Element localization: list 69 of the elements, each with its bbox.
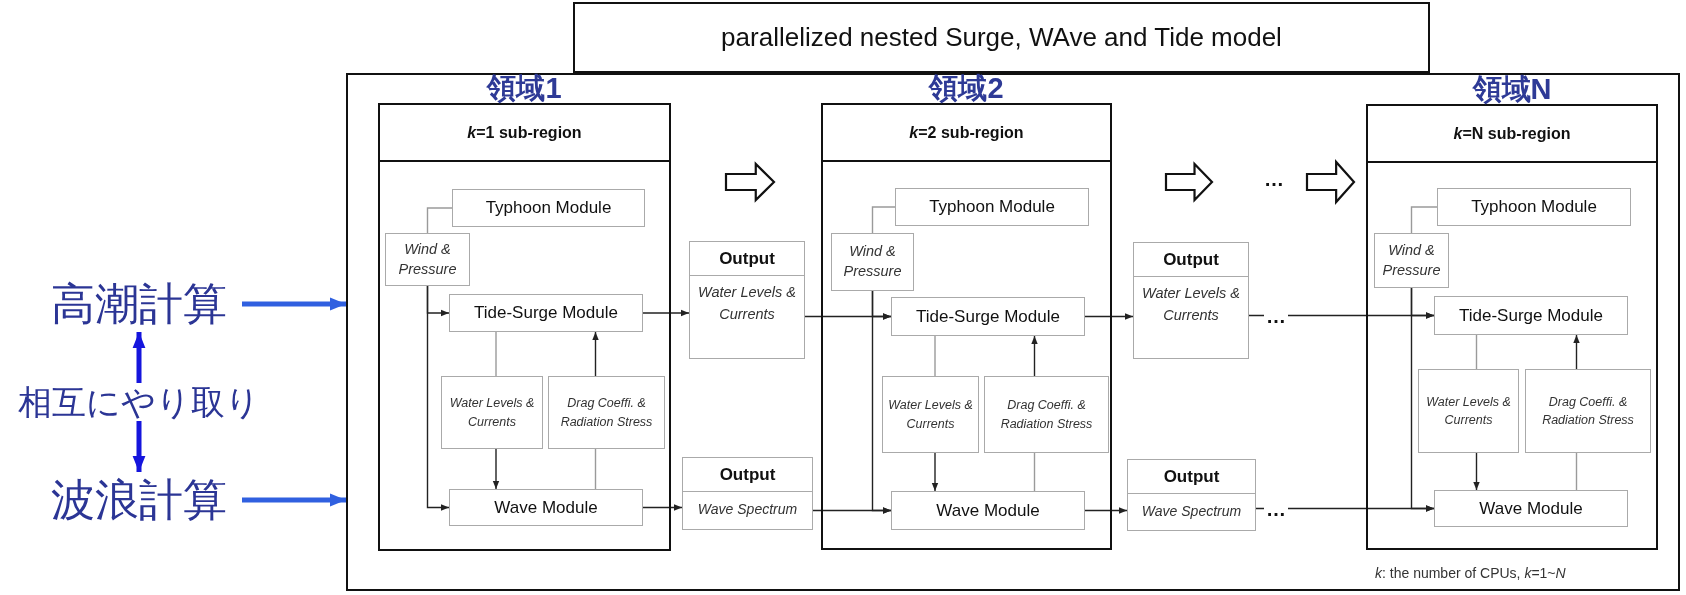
module-box: Tide-Surge Module (891, 297, 1085, 336)
connector-line (934, 335, 936, 377)
ellipsis: … (1264, 168, 1284, 191)
arrow (1473, 452, 1480, 491)
data-box: Drag Coeffi. & Radiation Stress (1525, 369, 1651, 453)
side-label: 高潮計算 (36, 276, 242, 332)
arrow (931, 452, 939, 492)
output-box (1127, 459, 1256, 531)
module-box: Tide-Surge Module (1434, 296, 1628, 335)
output-header: Output (1128, 460, 1255, 494)
side-label: 波浪計算 (36, 472, 242, 528)
data-box: Wind & Pressure (385, 233, 470, 286)
data-box: Drag Coeffi. & Radiation Stress (984, 376, 1109, 453)
model-frame (346, 73, 1680, 591)
module-box: Wave Module (1434, 490, 1628, 527)
arrow (592, 331, 599, 377)
connector-line (426, 207, 453, 234)
output-box (689, 241, 805, 359)
region-panel (1366, 104, 1658, 550)
module-box: Wave Module (449, 489, 643, 526)
output-text: Water Levels & Currents (696, 283, 798, 324)
panel-header: k=N sub-region (1368, 106, 1656, 163)
arrow (1573, 334, 1580, 370)
arrow (642, 504, 683, 511)
module-box: Typhoon Module (452, 189, 645, 227)
arrow (1031, 335, 1038, 377)
output-box (682, 457, 813, 530)
arrow (242, 297, 346, 311)
region-heading: 領域1 (487, 74, 562, 103)
title-box: parallelized nested Surge, WAve and Tide model (573, 2, 1430, 73)
module-box: Wave Module (891, 491, 1085, 530)
arrow (1410, 287, 1435, 512)
arrow (1084, 507, 1128, 514)
region-heading: 領域2 (929, 74, 1004, 103)
connector-line (1475, 334, 1478, 370)
connector-line (495, 331, 497, 377)
region-heading: 領域N (1472, 75, 1552, 104)
connector-line (594, 448, 597, 490)
module-box: Typhoon Module (1437, 188, 1631, 226)
module-box: Tide-Surge Module (449, 294, 643, 332)
output-text: Wave Spectrum (696, 500, 799, 519)
panel-header: k=1 sub-region (380, 105, 669, 162)
connector-line (871, 206, 896, 234)
connector-line (1575, 452, 1578, 491)
output-box (1133, 242, 1249, 359)
data-box: Water Levels & Currents (441, 376, 543, 449)
arrow (242, 493, 346, 507)
arrow (642, 309, 690, 317)
panel-header: k=2 sub-region (823, 105, 1110, 162)
connector-line (1410, 206, 1438, 234)
connector-line (1033, 452, 1036, 492)
data-box: Drag Coeffi. & Radiation Stress (548, 376, 665, 449)
data-box: Water Levels & Currents (1418, 369, 1519, 453)
output-header: Output (690, 242, 804, 276)
footnote: k: the number of CPUs, k=1~N (1375, 565, 1566, 581)
arrow (492, 448, 500, 490)
output-text: Water Levels & Currents (1140, 284, 1242, 325)
arrow (1084, 313, 1134, 320)
module-box: Typhoon Module (895, 188, 1089, 226)
data-box: Wind & Pressure (831, 233, 914, 291)
region-panel (378, 103, 671, 551)
arrow (871, 290, 892, 514)
output-text: Wave Spectrum (1140, 502, 1243, 521)
region-panel (821, 103, 1112, 550)
data-box: Wind & Pressure (1374, 233, 1449, 288)
output-header: Output (1134, 243, 1248, 277)
output-header: Output (683, 458, 812, 492)
arrow (426, 285, 450, 511)
data-box: Water Levels & Currents (882, 376, 979, 453)
